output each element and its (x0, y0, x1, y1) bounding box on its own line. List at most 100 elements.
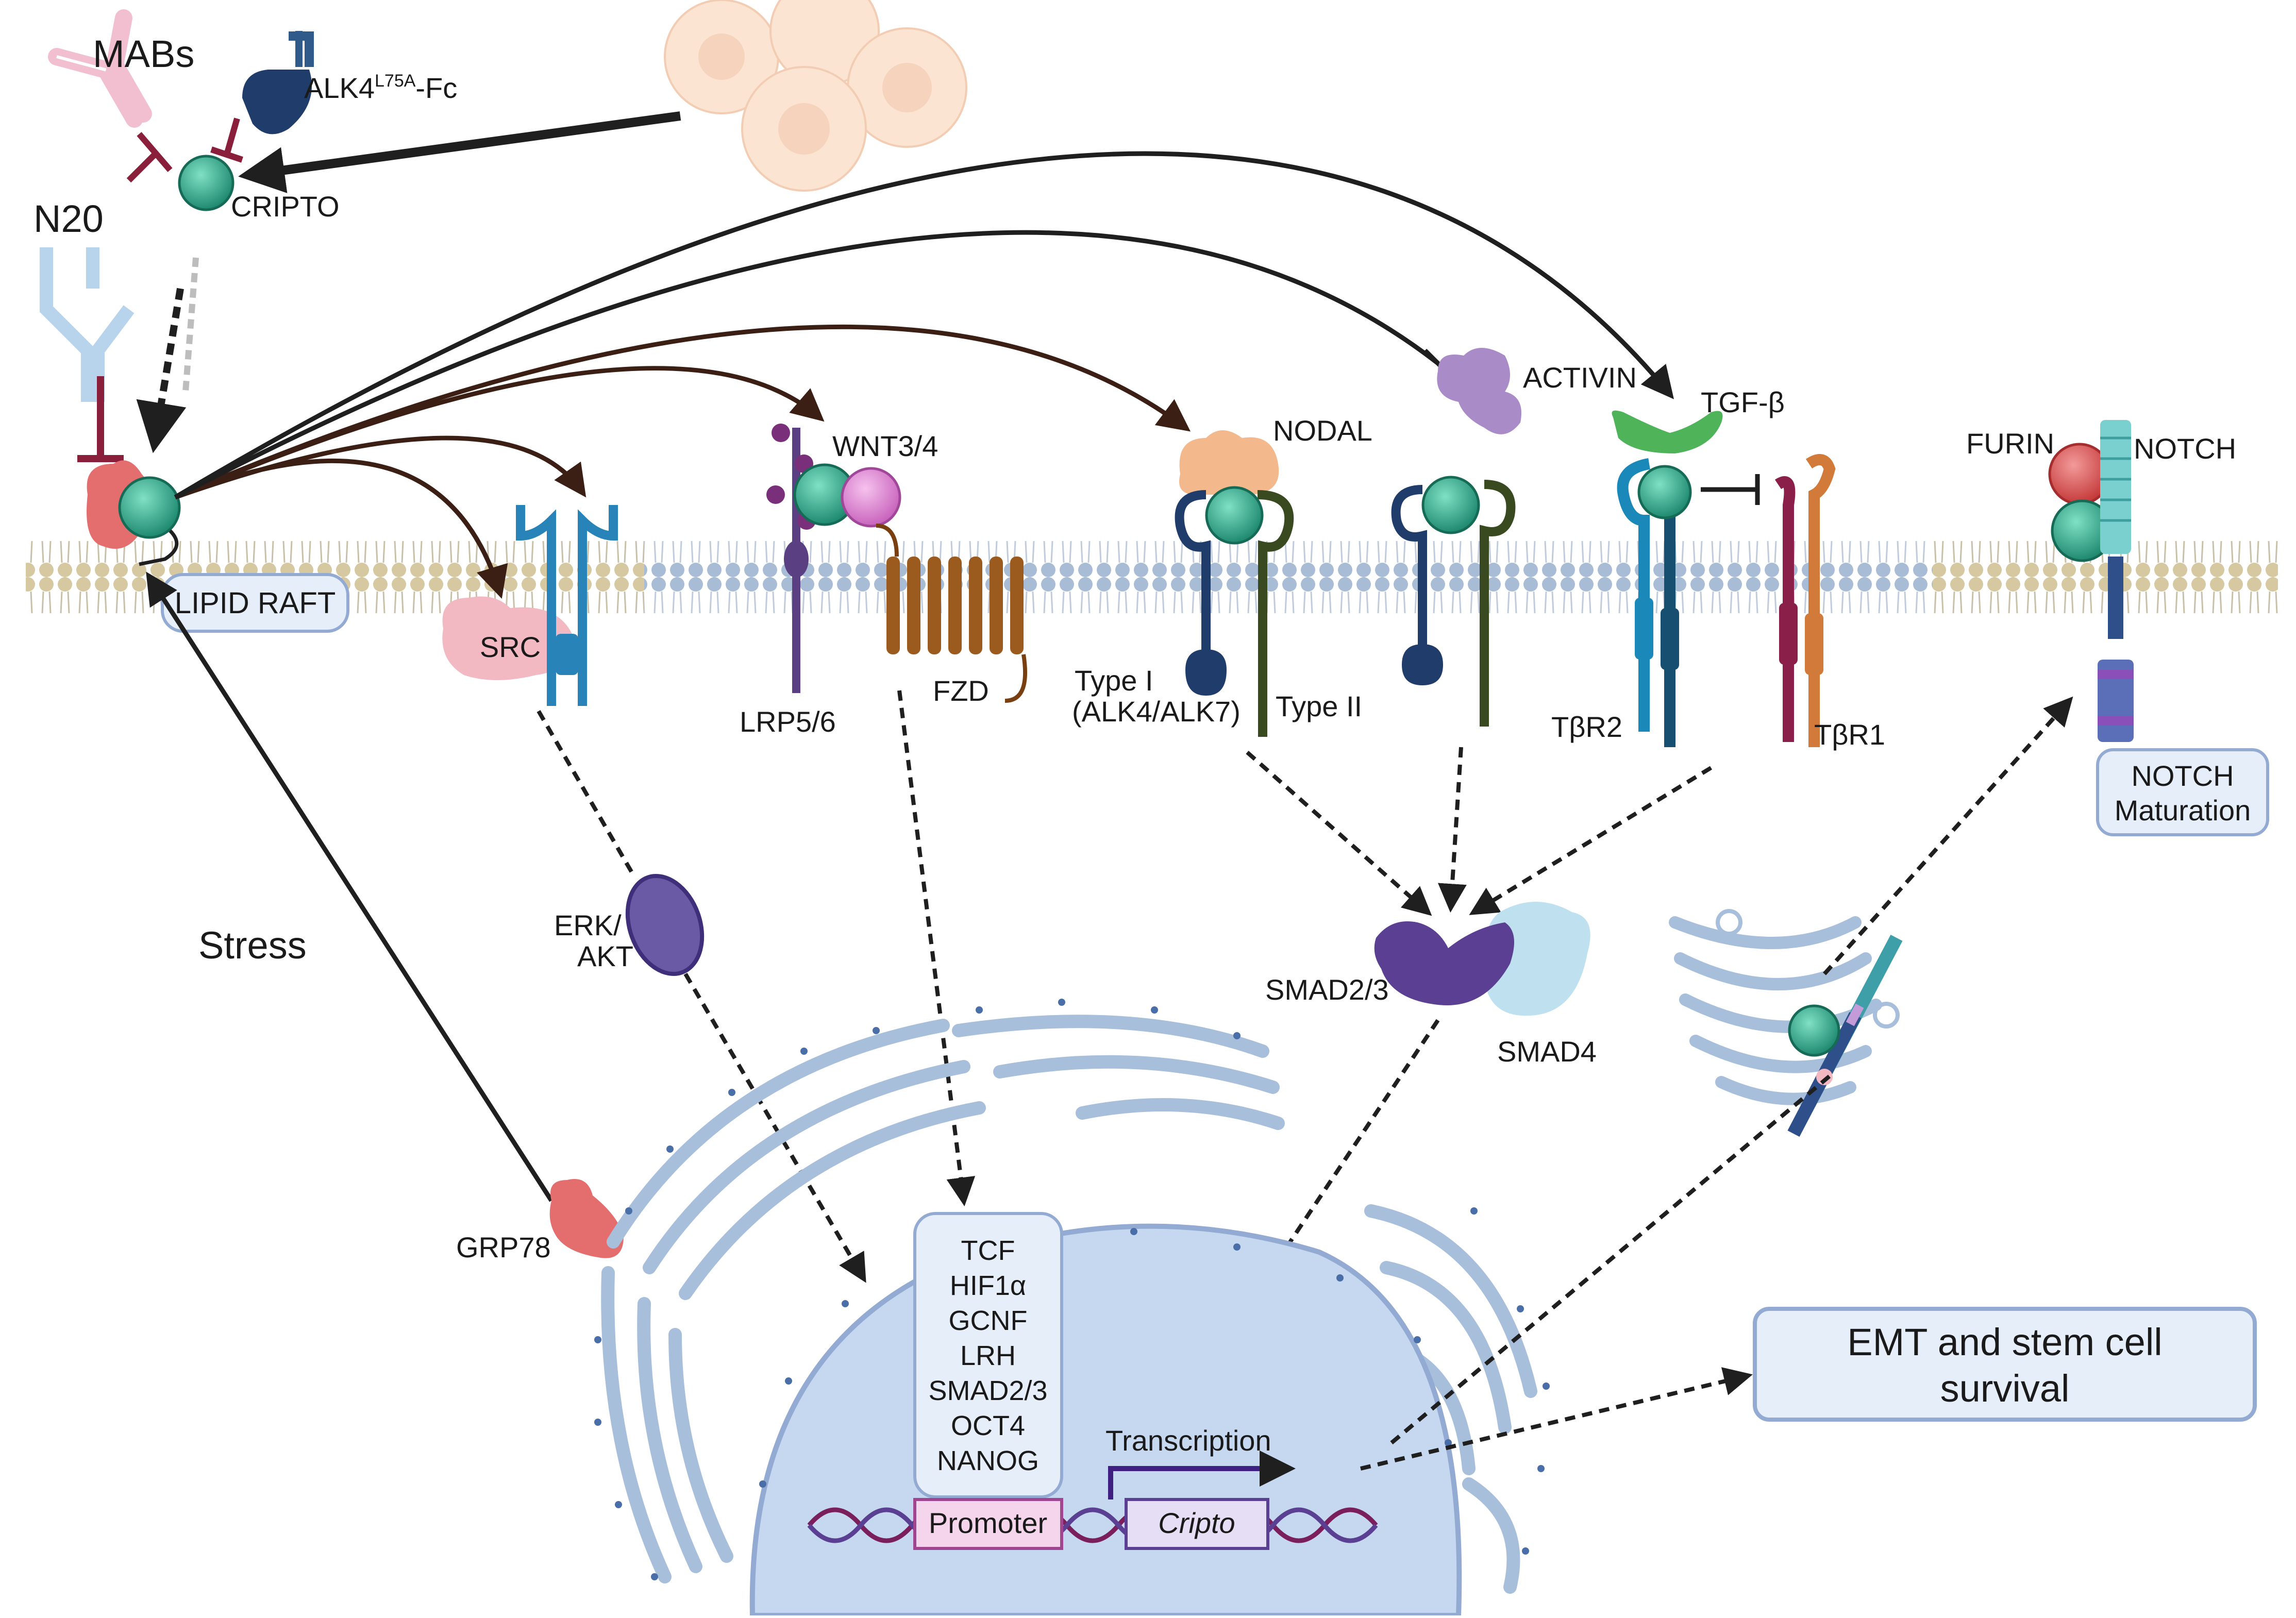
cripto-tgfb-icon (1637, 465, 1692, 519)
smad-complex-icon (1374, 902, 1590, 1016)
cripto-faded-arrow (182, 257, 199, 392)
type2-label: Type II (1276, 690, 1362, 722)
activin-label: ACTIVIN (1523, 361, 1637, 394)
fzd-label: FZD (933, 675, 989, 707)
notch-receptor-icon (2098, 420, 2134, 742)
mabs-label: MABs (93, 32, 194, 75)
tgfb-ligand-icon (1612, 410, 1723, 453)
golgi-to-notch-arrow (1823, 696, 2073, 975)
erk-to-nucleus-arrow (683, 972, 866, 1283)
emt-label-line2: survival (1940, 1367, 2070, 1410)
nucleus (749, 1223, 1462, 1618)
src-to-erk-arrow (537, 710, 636, 878)
tgfb-to-smad-arrow (1469, 766, 1713, 915)
notch-label: NOTCH (2134, 432, 2236, 465)
type2-receptor-icon (1257, 490, 1294, 737)
alk4-fc-icon (242, 31, 314, 134)
nodal-to-smad-arrow (1246, 751, 1432, 916)
activin-ligand-icon (1437, 348, 1521, 434)
cripto-protein-icon (178, 155, 234, 211)
mabs-antibody-icon (48, 9, 152, 128)
alk4-label: ALK4L75A-Fc (304, 71, 457, 104)
cluster-to-cripto-arrow (238, 111, 681, 193)
golgi-apparatus-icon (1669, 916, 1882, 1105)
notch-maturation-line1: NOTCH (2131, 760, 2234, 792)
nodal-ligand-icon (1179, 430, 1279, 495)
endoplasmic-reticulum (601, 1015, 1537, 1594)
cripto-activin-icon (1421, 476, 1480, 534)
type1-label-line2: (ALK4/ALK7) (1072, 695, 1241, 728)
golgi-vesicle (1716, 909, 1742, 936)
n20-label: N20 (33, 197, 104, 240)
tbr1-receptor-icon (1774, 454, 1836, 747)
arrow-to-tgfb (174, 151, 1674, 499)
wnt-label: WNT3/4 (832, 430, 938, 462)
cripto-golgi-icon (1788, 1004, 1840, 1057)
smad4-label: SMAD4 (1497, 1035, 1597, 1068)
src-kinase-icon (442, 596, 573, 680)
arrow-to-wnt (174, 366, 825, 500)
tf-item: NANOG (937, 1445, 1039, 1476)
grp78-protein-icon (549, 1179, 624, 1258)
tf-item: OCT4 (951, 1410, 1025, 1441)
n20-inhibitor-icon (77, 376, 124, 462)
er-ribosomes (594, 999, 1550, 1580)
mabs-inhibitor-icon (126, 132, 173, 183)
nucleus-to-emt-arrow (1360, 1367, 1753, 1471)
lipid-raft-complex (87, 460, 181, 566)
transcription-factor-list: TCF HIF1α GCNF LRH SMAD2/3 OCT4 NANOG (928, 1235, 1047, 1476)
notch-processing-icon (1787, 934, 1903, 1137)
smad23-label: SMAD2/3 (1265, 973, 1389, 1006)
tf-item: GCNF (949, 1305, 1028, 1336)
nodal-label: NODAL (1273, 414, 1372, 447)
cripto-signaling-arrows (174, 151, 1674, 599)
arrow-to-nodal (174, 324, 1191, 500)
erk-label-line1: ERK/ (554, 909, 622, 941)
furin-label: FURIN (1966, 427, 2054, 460)
notch-maturation-box (2096, 748, 2269, 836)
cripto-membrane-arrow (136, 288, 187, 453)
tf-item: HIF1α (950, 1270, 1026, 1301)
tf-item: LRH (960, 1340, 1016, 1371)
transcription-factor-box (913, 1212, 1063, 1498)
src-label: SRC (480, 631, 541, 663)
lipid-raft-label: LIPID RAFT (175, 586, 336, 620)
activin-receptor-icon (1391, 480, 1516, 727)
erk-akt-icon (625, 874, 705, 976)
emt-label-line1: EMT and stem cell (1847, 1321, 2162, 1363)
tumor-cell-cluster (664, 0, 967, 192)
golgi-vesicle (1873, 1002, 1900, 1029)
smad-to-nucleus-arrow (1249, 1019, 1440, 1304)
nucleus-to-golgi-arrow (1390, 1070, 1836, 1445)
notch-maturation-line2: Maturation (2115, 794, 2251, 827)
tf-item: TCF (961, 1235, 1015, 1266)
cripto-nodal-icon (1205, 486, 1264, 545)
type1-receptor-icon (1175, 490, 1227, 696)
emt-outcome-box (1753, 1307, 2257, 1422)
inhibit-activin-line (174, 230, 1439, 499)
src-receptor-icon (516, 505, 618, 706)
tbr2-label: TβR2 (1551, 711, 1622, 743)
transcription-label: Transcription (1105, 1424, 1271, 1457)
promoter-box (913, 1498, 1063, 1550)
tbr1-label: TβR1 (1814, 718, 1885, 751)
type1-label-line1: Type I (1075, 664, 1153, 697)
dna-strand (807, 1507, 1378, 1543)
erk-label-line2: AKT (577, 940, 633, 972)
activin-to-smad-arrow (1437, 747, 1467, 913)
cripto-gene-label: Cripto (1158, 1507, 1235, 1539)
alk4-inhibitor-icon (210, 117, 243, 163)
fzd-receptor-icon (876, 524, 1027, 703)
tgfb-label: TGF-β (1701, 386, 1785, 418)
tgfb-inhibitor-bar (1701, 474, 1760, 505)
stress-arrow (146, 571, 554, 1202)
cripto-label: CRIPTO (231, 190, 340, 223)
lrp-label: LRP5/6 (740, 705, 836, 738)
promoter-label: Promoter (929, 1507, 1047, 1539)
cripto-gene-box (1125, 1498, 1269, 1550)
stress-label: Stress (198, 924, 307, 967)
wnt-ligand-icon (841, 467, 901, 528)
grp78-label: GRP78 (456, 1231, 551, 1263)
